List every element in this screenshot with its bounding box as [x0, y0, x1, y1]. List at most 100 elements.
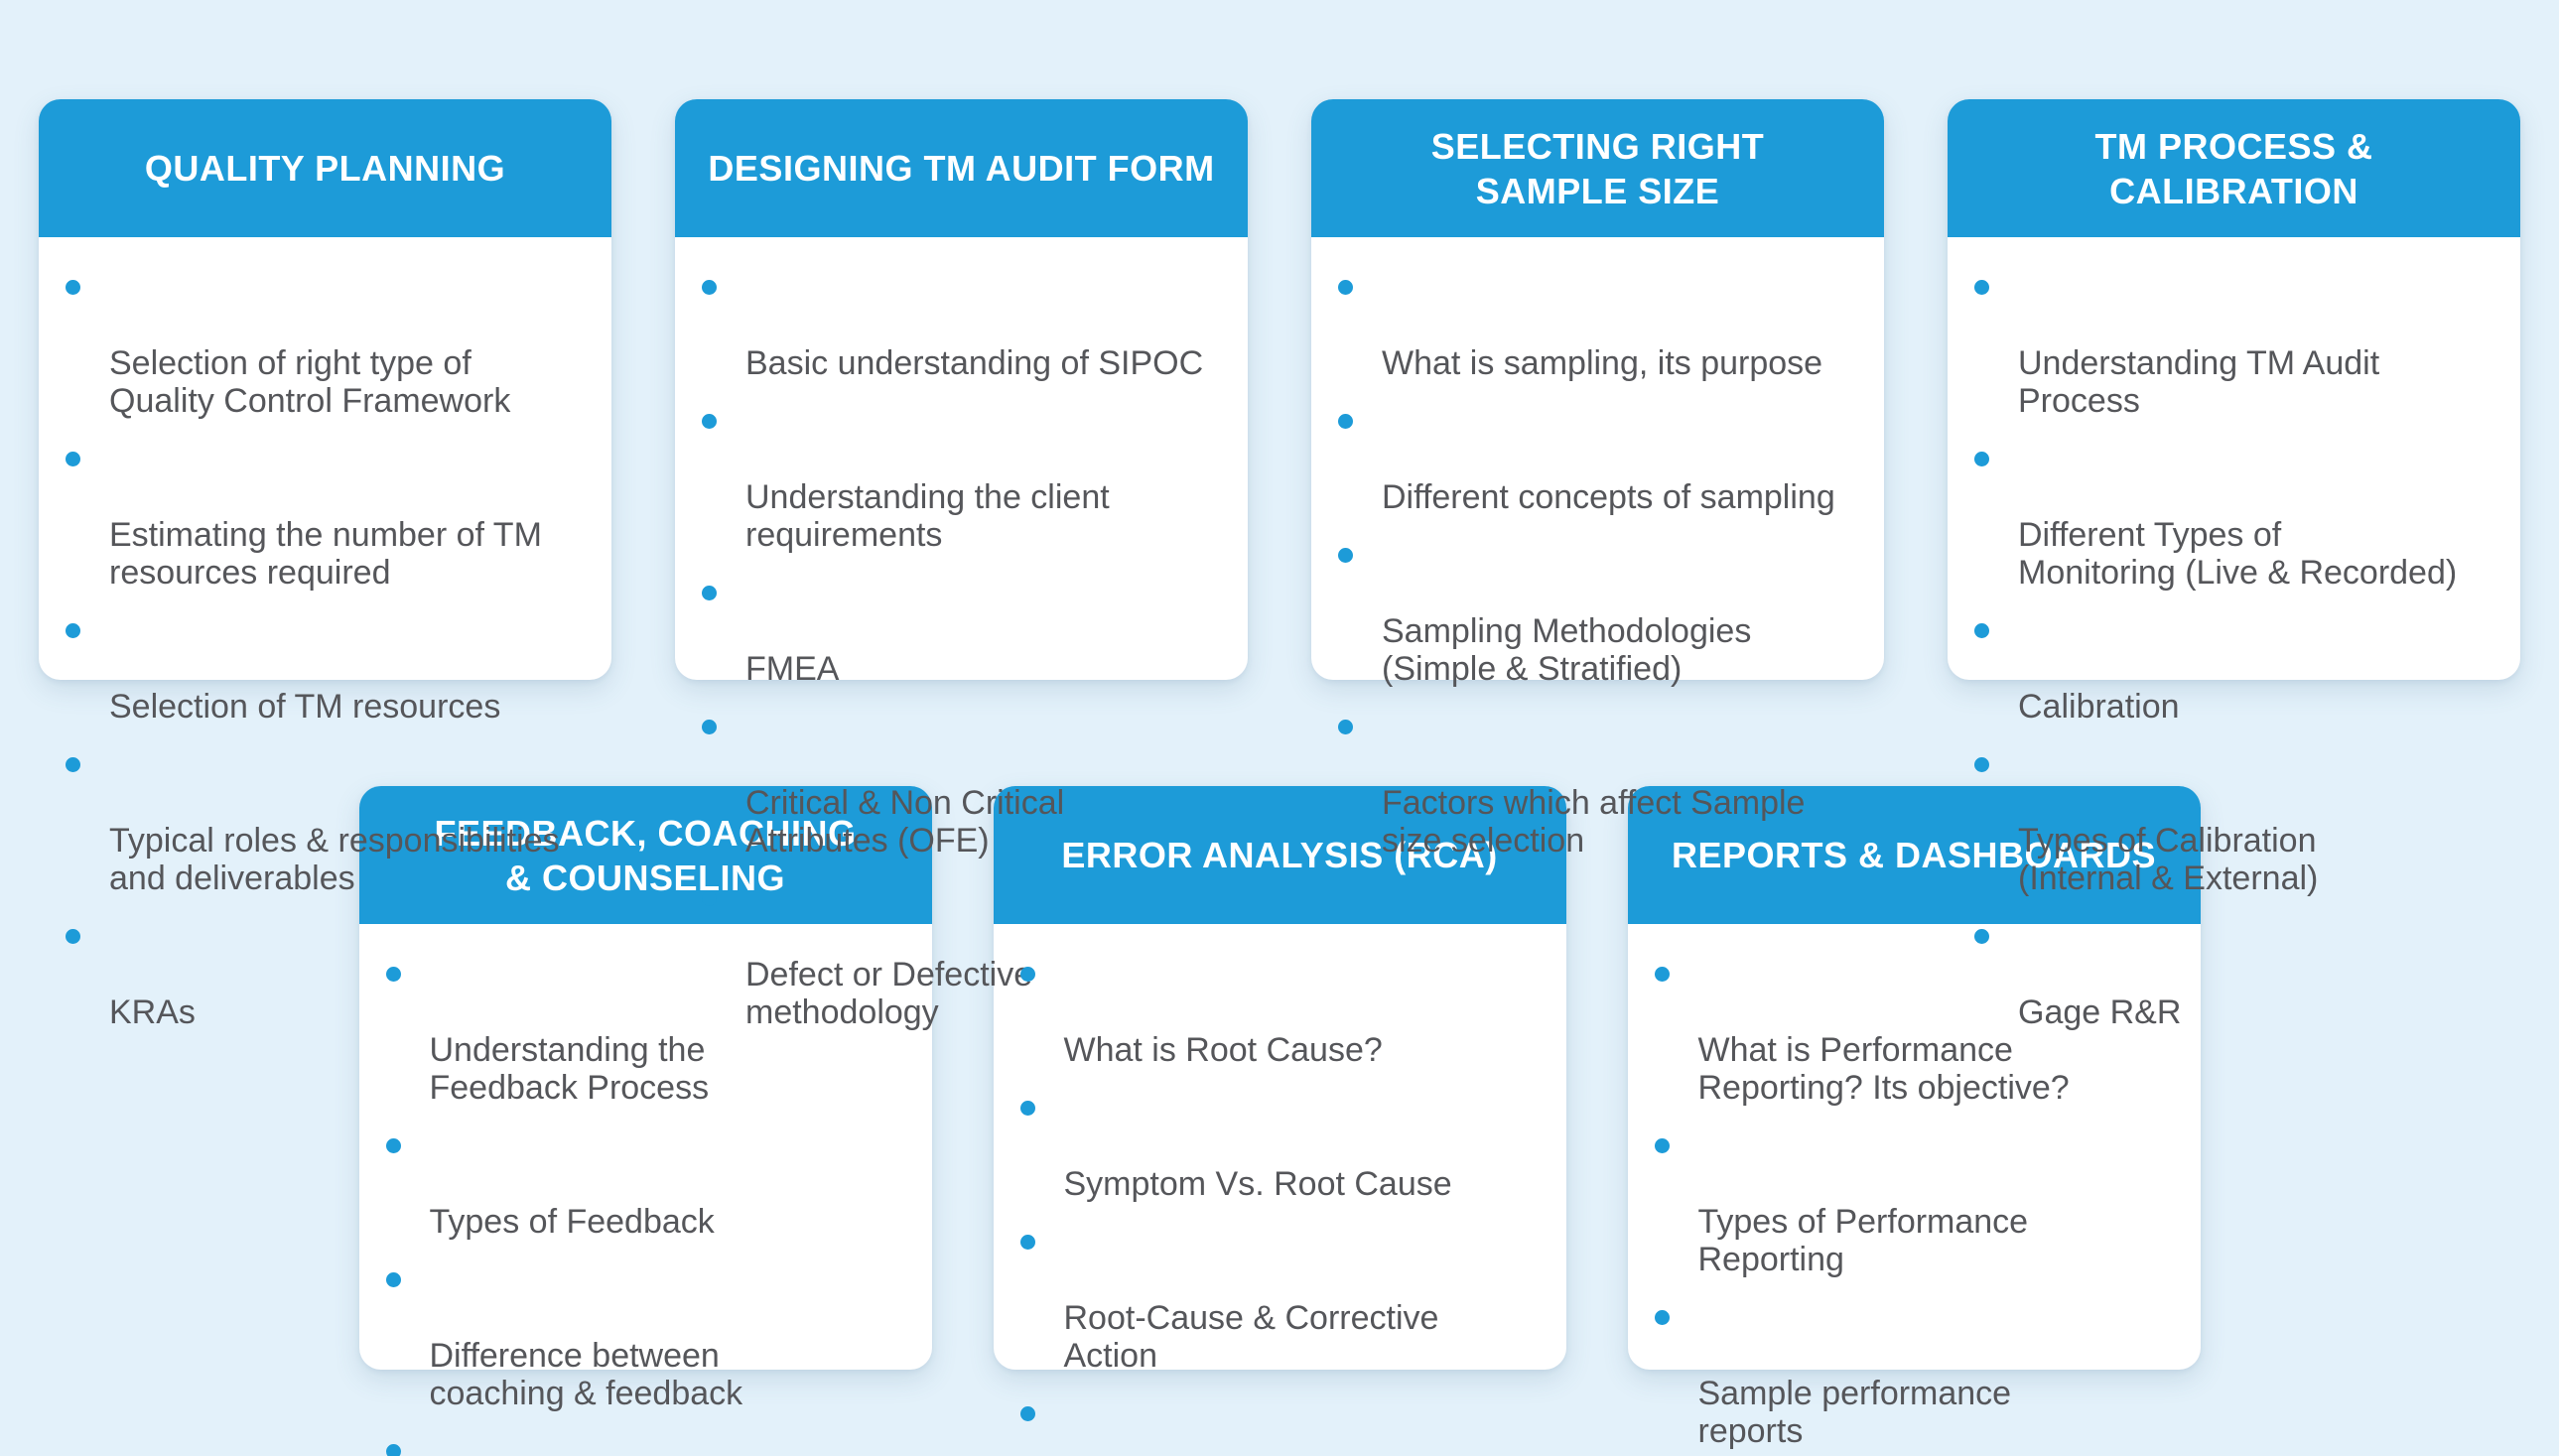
- bullet-icon: [1974, 757, 1989, 772]
- bullet-icon: [702, 280, 717, 295]
- list-item: Understanding TM Audit Process: [1974, 269, 2481, 420]
- list-item: Root-Cause & Corrective Action: [1019, 1224, 1527, 1375]
- bullet-icon: [1019, 1235, 1035, 1250]
- bullet-icon: [702, 891, 717, 906]
- bullet-icon: [385, 1272, 401, 1287]
- bullet-icon: [702, 720, 717, 734]
- bullet-icon: [1338, 548, 1353, 563]
- list-item-label: What is sampling, its purpose: [1382, 344, 1823, 382]
- list-item: Typical roles & responsibilities and del…: [66, 746, 572, 897]
- card-error-analysis-rca: ERROR ANALYSIS (RCA) What is Root Cause?…: [993, 786, 1566, 1421]
- list-item: Sample performance reports: [1654, 1299, 2161, 1450]
- bullet-icon: [66, 929, 80, 944]
- bullet-icon: [1974, 452, 1989, 466]
- list-item-label: Calibration: [2018, 688, 2180, 726]
- bullet-icon: [1974, 623, 1989, 638]
- list-item: Different Types of Monitoring (Live & Re…: [1974, 441, 2481, 592]
- bullet-icon: [1019, 1406, 1035, 1421]
- list-item: Good to have behavioral skills: [385, 1433, 892, 1456]
- list-item-label: Root-Cause & Corrective Action: [1063, 1299, 1439, 1375]
- bullet-icon: [1338, 414, 1353, 429]
- card-title: FEEDBACK, COACHING & COUNSELING: [434, 812, 857, 898]
- list-item: What is Root Cause?: [1019, 956, 1527, 1069]
- list-item-label: Factors which affect Sample size selecti…: [1382, 784, 1806, 860]
- card-header: TM PROCESS & CALIBRATION: [1948, 99, 2520, 237]
- list-item-label: Critical & Non Critical Attributes (OFE): [745, 784, 1065, 860]
- card-header: ERROR ANALYSIS (RCA): [993, 786, 1566, 924]
- list-item-label: Types of Feedback: [429, 1203, 715, 1241]
- card-topic-list: What is sampling, its purpose Different …: [1311, 237, 1884, 880]
- card-quality-planning: QUALITY PLANNING Selection of right type…: [39, 99, 611, 1031]
- list-item-label: Understanding the Feedback Process: [429, 1031, 710, 1107]
- bullet-icon: [1654, 1138, 1670, 1153]
- list-item-label: Symptom Vs. Root Cause: [1063, 1165, 1452, 1203]
- card-topic-list: Selection of right type of Quality Contr…: [39, 237, 611, 1052]
- card-topic-list: What is Performance Reporting? Its objec…: [1628, 924, 2201, 1456]
- card-row-2: FEEDBACK, COACHING & COUNSELING Understa…: [0, 786, 2559, 1456]
- bullet-icon: [1019, 967, 1035, 982]
- card-reports-dashboards: REPORTS & DASHBOARDS What is Performance…: [1627, 786, 2201, 1450]
- list-item: Types of Calibration (Internal & Externa…: [1974, 746, 2481, 897]
- bullet-icon: [385, 1138, 401, 1153]
- card-topic-list: Understanding TM Audit Process Different…: [1948, 237, 2520, 1052]
- list-item: What is Performance Reporting? Its objec…: [1654, 956, 2161, 1107]
- card-topic-list: Basic understanding of SIPOC Understandi…: [675, 237, 1248, 1052]
- card-designing-tm-audit-form: DESIGNING TM AUDIT FORM Basic understand…: [675, 99, 1248, 1031]
- list-item: Estimating the number of TM resources re…: [66, 441, 572, 592]
- list-item-label: FMEA: [745, 650, 840, 688]
- card-feedback-coaching-counseling: FEEDBACK, COACHING & COUNSELING Understa…: [358, 786, 932, 1456]
- bullet-icon: [66, 757, 80, 772]
- list-item: Critical & Non Critical Attributes (OFE): [702, 709, 1208, 860]
- list-item-label: Understanding the client requirements: [745, 478, 1110, 554]
- list-item-label: Sampling Methodologies (Simple & Stratif…: [1382, 612, 1752, 688]
- card-title: REPORTS & DASHBOARDS: [1671, 835, 2157, 875]
- bullet-icon: [1654, 1310, 1670, 1325]
- list-item: KRAs: [66, 918, 572, 1031]
- list-item-label: What is Root Cause?: [1063, 1031, 1383, 1069]
- card-header: REPORTS & DASHBOARDS: [1627, 786, 2201, 924]
- list-item: What is sampling, its purpose: [1338, 269, 1844, 382]
- card-title: QUALITY PLANNING: [144, 148, 506, 189]
- bullet-icon: [66, 452, 80, 466]
- list-item: Factors which affect Sample size selecti…: [1338, 709, 1844, 860]
- list-item-label: Selection of TM resources: [109, 688, 501, 726]
- bullet-icon: [1974, 280, 1989, 295]
- card-header: QUALITY PLANNING: [39, 99, 611, 237]
- list-item-label: Basic understanding of SIPOC: [745, 344, 1204, 382]
- card-title: ERROR ANALYSIS (RCA): [1061, 835, 1498, 875]
- list-item: Different concepts of sampling: [1338, 403, 1844, 516]
- list-item: Defect or Defective methodology: [702, 880, 1208, 1031]
- card-header: SELECTING RIGHT SAMPLE SIZE: [1311, 99, 1884, 237]
- list-item-label: Estimating the number of TM resources re…: [109, 516, 542, 592]
- bullet-icon: [1974, 929, 1989, 944]
- bullet-icon: [66, 623, 80, 638]
- list-item-label: Defect or Defective methodology: [745, 956, 1033, 1031]
- card-topic-list: Understanding the Feedback Process Types…: [359, 924, 932, 1456]
- card-title: SELECTING RIGHT SAMPLE SIZE: [1430, 125, 1765, 211]
- bullet-icon: [702, 414, 717, 429]
- list-item-label: Understanding TM Audit Process: [2018, 344, 2380, 420]
- card-selecting-right-sample-size: SELECTING RIGHT SAMPLE SIZE What is samp…: [1311, 99, 1884, 860]
- card-row-1: QUALITY PLANNING Selection of right type…: [0, 0, 2559, 1031]
- list-item: Difference between coaching & feedback: [385, 1261, 892, 1412]
- bullet-icon: [385, 1444, 401, 1456]
- list-item: Gage R&R: [1974, 918, 2481, 1031]
- list-item-label: Different concepts of sampling: [1382, 478, 1835, 516]
- list-item-label: Different Types of Monitoring (Live & Re…: [2018, 516, 2458, 592]
- list-item-label: Difference between coaching & feedback: [429, 1337, 743, 1412]
- card-header: DESIGNING TM AUDIT FORM: [675, 99, 1248, 237]
- list-item-label: What is Performance Reporting? Its objec…: [1697, 1031, 2070, 1107]
- bullet-icon: [1654, 967, 1670, 982]
- list-item: Calibration: [1974, 612, 2481, 726]
- list-item: Sampling Methodologies (Simple & Stratif…: [1338, 537, 1844, 688]
- list-item: Examples: [1019, 1395, 1527, 1456]
- bullet-icon: [1338, 280, 1353, 295]
- list-item: Selection of right type of Quality Contr…: [66, 269, 572, 420]
- list-item: Basic understanding of SIPOC: [702, 269, 1208, 382]
- bullet-icon: [385, 967, 401, 982]
- card-topic-list: What is Root Cause? Symptom Vs. Root Cau…: [994, 924, 1566, 1456]
- card-title: DESIGNING TM AUDIT FORM: [708, 148, 1215, 189]
- list-item: Understanding the client requirements: [702, 403, 1208, 554]
- card-tm-process-calibration: TM PROCESS & CALIBRATION Understanding T…: [1948, 99, 2520, 1031]
- list-item-label: Sample performance reports: [1697, 1375, 2012, 1450]
